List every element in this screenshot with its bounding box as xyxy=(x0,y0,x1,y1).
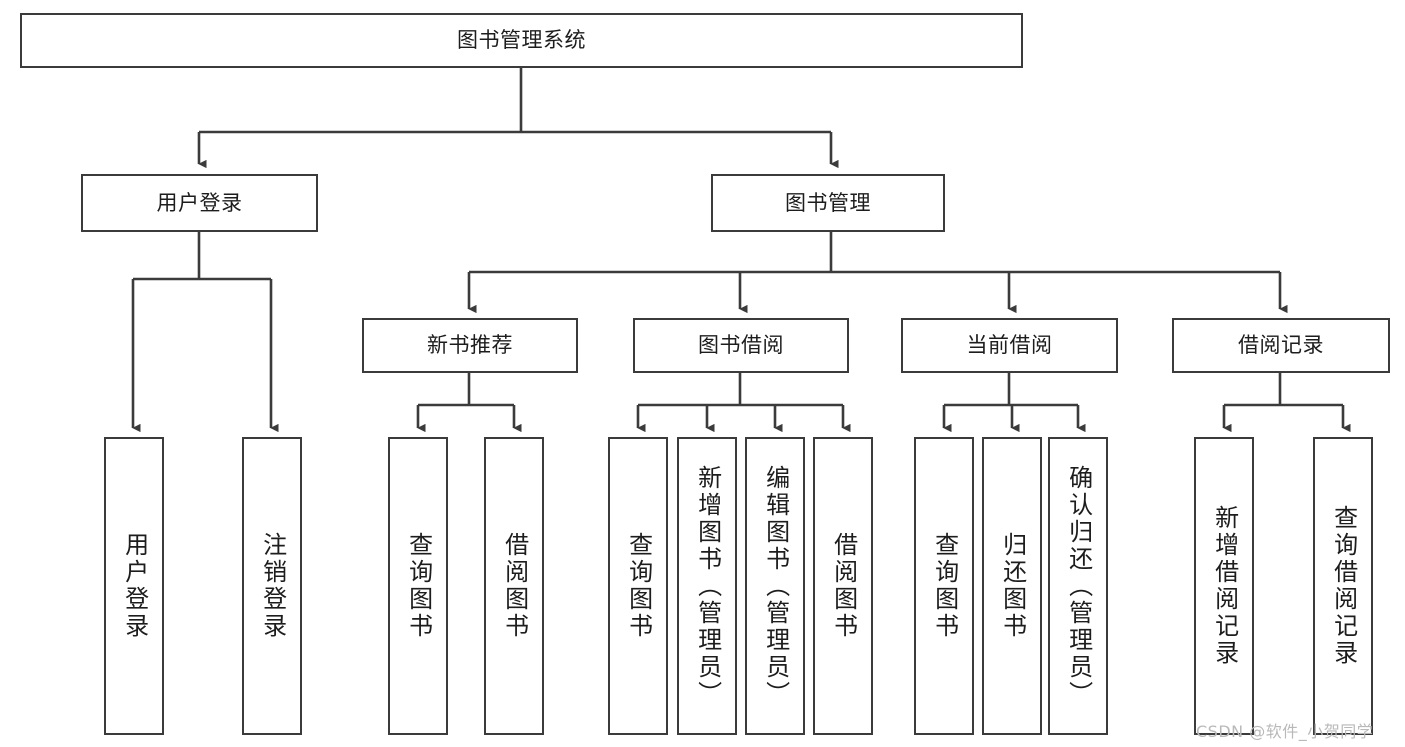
node-label: 新增借阅记录 xyxy=(1210,505,1239,667)
leaf-query-book-recommend[interactable]: 查询图书 xyxy=(388,437,448,735)
node-label: 图书管理系统 xyxy=(457,28,586,53)
node-label: 当前借阅 xyxy=(966,333,1053,358)
node-label: 图书借阅 xyxy=(698,333,784,358)
node-label: 借阅图书 xyxy=(500,532,529,640)
node-book-borrow[interactable]: 图书借阅 xyxy=(633,318,849,373)
node-label: 新增图书（管理员） xyxy=(693,464,722,708)
node-borrow-record[interactable]: 借阅记录 xyxy=(1172,318,1390,373)
leaf-query-book-current[interactable]: 查询图书 xyxy=(914,437,974,735)
leaf-return-book[interactable]: 归还图书 xyxy=(982,437,1042,735)
node-root-book-management-system[interactable]: 图书管理系统 xyxy=(20,13,1023,68)
node-label: 新书推荐 xyxy=(427,333,513,358)
leaf-borrow-book-recommend[interactable]: 借阅图书 xyxy=(484,437,544,735)
leaf-borrow-book[interactable]: 借阅图书 xyxy=(813,437,873,735)
node-label: 查询借阅记录 xyxy=(1329,505,1358,667)
node-label: 查询图书 xyxy=(624,532,653,640)
node-user-login[interactable]: 用户登录 xyxy=(81,174,318,232)
leaf-add-book-admin[interactable]: 新增图书（管理员） xyxy=(677,437,737,735)
leaf-query-book-borrow[interactable]: 查询图书 xyxy=(608,437,668,735)
node-label: 查询图书 xyxy=(930,532,959,640)
leaf-edit-book-admin[interactable]: 编辑图书（管理员） xyxy=(745,437,805,735)
node-label: 借阅图书 xyxy=(829,532,858,640)
leaf-confirm-return-admin[interactable]: 确认归还（管理员） xyxy=(1048,437,1108,735)
leaf-user-logout[interactable]: 注销登录 xyxy=(242,437,302,735)
node-label: 注销登录 xyxy=(258,532,287,640)
leaf-query-borrow-record[interactable]: 查询借阅记录 xyxy=(1313,437,1373,735)
node-label: 图书管理 xyxy=(785,190,871,215)
node-label: 确认归还（管理员） xyxy=(1064,464,1093,708)
leaf-add-borrow-record[interactable]: 新增借阅记录 xyxy=(1194,437,1254,735)
node-current-borrow[interactable]: 当前借阅 xyxy=(901,318,1118,373)
node-label: 归还图书 xyxy=(998,532,1027,640)
node-label: 用户登录 xyxy=(120,532,149,640)
node-label: 编辑图书（管理员） xyxy=(761,464,790,708)
leaf-user-login[interactable]: 用户登录 xyxy=(104,437,164,735)
node-new-book-recommend[interactable]: 新书推荐 xyxy=(362,318,578,373)
node-label: 用户登录 xyxy=(156,190,243,215)
node-label: 查询图书 xyxy=(404,532,433,640)
node-label: 借阅记录 xyxy=(1238,333,1324,358)
node-book-management[interactable]: 图书管理 xyxy=(711,174,945,232)
